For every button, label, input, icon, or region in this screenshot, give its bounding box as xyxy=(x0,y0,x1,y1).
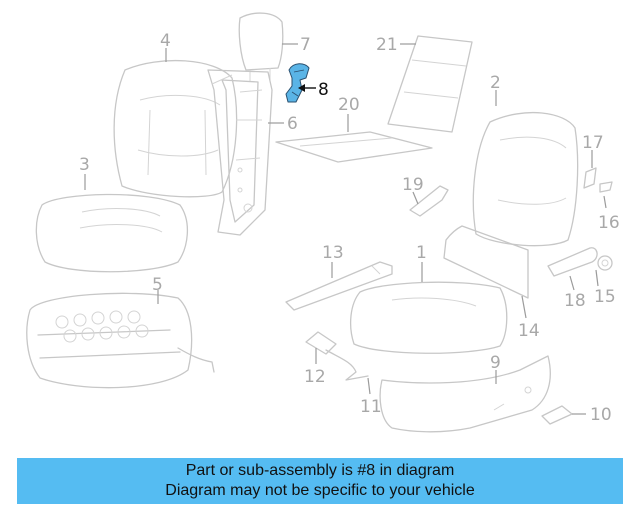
callout-20: 20 xyxy=(338,95,360,115)
part-11-wire xyxy=(325,349,369,381)
part-1-seat-cushion xyxy=(349,281,508,354)
part-14-back-panel xyxy=(443,225,529,299)
part-9-side-shield xyxy=(379,355,551,433)
callout-3: 3 xyxy=(79,155,90,175)
callout-4: 4 xyxy=(160,31,171,51)
callout-15: 15 xyxy=(594,287,616,307)
callout-11: 11 xyxy=(360,397,382,417)
part-10-knob xyxy=(541,405,573,425)
part-8-highlighted xyxy=(285,63,310,103)
part-17-trim xyxy=(583,167,597,189)
part-4-seat-back xyxy=(113,59,238,198)
part-20-pad xyxy=(275,131,433,163)
callout-5: 5 xyxy=(152,275,163,295)
callout-14: 14 xyxy=(518,321,540,341)
leader-8 xyxy=(298,84,316,92)
part-15-cap xyxy=(597,255,613,271)
callout-12: 12 xyxy=(304,367,326,387)
callout-2: 2 xyxy=(490,73,501,93)
banner-line-2: Diagram may not be specific to your vehi… xyxy=(165,482,475,499)
part-2-seat-back xyxy=(472,111,579,247)
callout-18: 18 xyxy=(564,291,586,311)
callout-8: 8 xyxy=(318,80,329,100)
callout-6: 6 xyxy=(287,114,298,134)
info-banner: Part or sub-assembly is #8 in diagram Di… xyxy=(17,458,623,504)
part-12-lever xyxy=(305,331,337,355)
callout-7: 7 xyxy=(300,35,311,55)
part-3-seat-cushion xyxy=(35,193,189,273)
part-16-clip xyxy=(599,181,613,193)
callout-13: 13 xyxy=(322,243,344,263)
part-19-bracket xyxy=(409,185,449,217)
callout-1: 1 xyxy=(416,243,427,263)
leader-lines xyxy=(84,43,607,415)
callout-17: 17 xyxy=(582,133,604,153)
part-21-back-board xyxy=(387,35,473,133)
part-6-seat-back-frame xyxy=(207,69,273,236)
callout-10: 10 xyxy=(590,405,612,425)
part-13-rail-cover xyxy=(285,261,393,311)
part-5-cushion-frame xyxy=(26,292,215,389)
callout-16: 16 xyxy=(598,213,620,233)
callout-19: 19 xyxy=(402,175,424,195)
seat-parts-diagram: 4 7 8 6 3 5 21 20 2 17 19 16 13 1 18 15 … xyxy=(26,12,620,433)
banner-line-1: Part or sub-assembly is #8 in diagram xyxy=(185,462,455,479)
part-18-recliner-lever xyxy=(547,247,598,277)
callout-9: 9 xyxy=(490,353,501,373)
callout-21: 21 xyxy=(376,35,398,55)
